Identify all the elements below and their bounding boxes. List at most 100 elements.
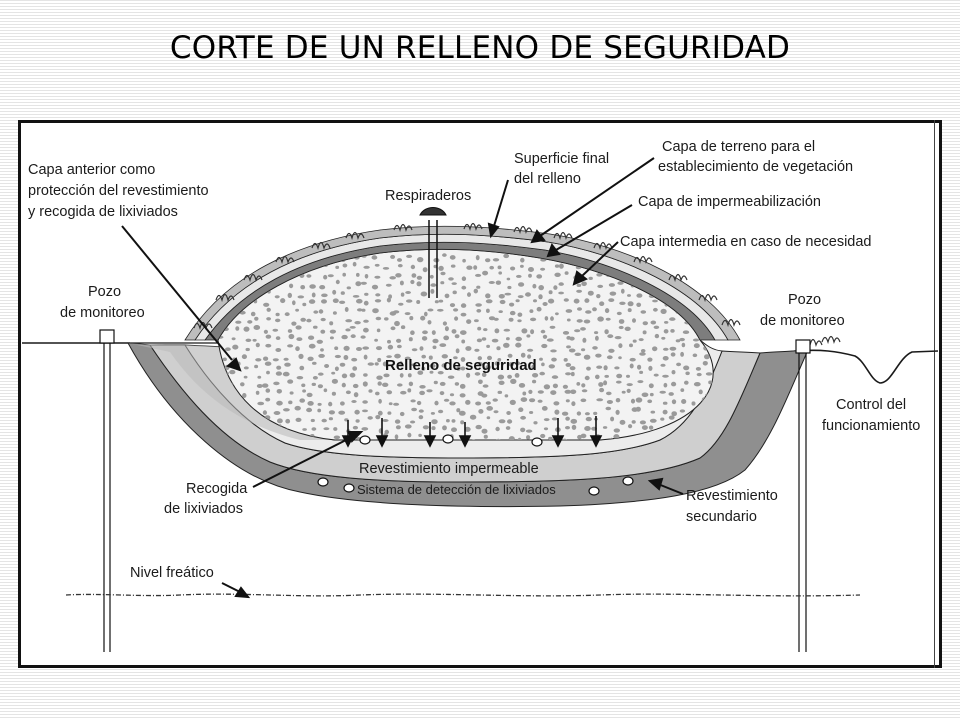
gravel-dot	[466, 372, 471, 378]
gravel-dot	[360, 281, 367, 285]
gravel-dot	[397, 264, 403, 268]
gravel-dot	[302, 302, 307, 307]
gravel-dot	[255, 253, 261, 258]
gravel-dot	[509, 266, 516, 271]
gravel-dot	[564, 389, 572, 394]
gravel-dot	[363, 265, 370, 269]
gravel-dot	[378, 398, 382, 404]
gravel-dot	[626, 388, 631, 393]
gravel-dot	[660, 417, 665, 421]
gravel-dot	[432, 345, 437, 350]
gravel-dot	[242, 264, 250, 270]
gravel-dot	[499, 299, 506, 305]
label-revestimiento-secundario-2: secundario	[686, 509, 757, 525]
gravel-dot	[386, 390, 393, 395]
gravel-dot	[429, 274, 434, 279]
gravel-dot	[430, 412, 435, 415]
gravel-dot	[297, 295, 305, 299]
gravel-dot	[636, 302, 642, 307]
gravel-dot	[466, 319, 472, 324]
gravel-dot	[313, 325, 318, 329]
gravel-dot	[328, 417, 333, 421]
gravel-dot	[517, 319, 522, 323]
gravel-dot	[526, 334, 531, 338]
gravel-dot	[496, 438, 501, 440]
monitoring-well-right	[795, 339, 811, 652]
gravel-dot	[540, 433, 546, 439]
gravel-dot	[481, 372, 487, 378]
gravel-dot	[376, 375, 383, 380]
gravel-dot	[559, 263, 564, 269]
gravel-dot	[571, 424, 577, 430]
gravel-dot	[615, 409, 620, 415]
gravel-dot	[694, 262, 701, 268]
gravel-dot	[333, 435, 341, 440]
gravel-dot	[439, 381, 446, 386]
gravel-dot	[528, 273, 532, 278]
gravel-dot	[340, 401, 345, 406]
gravel-dot	[469, 414, 477, 420]
gravel-dot	[675, 339, 681, 343]
gravel-dot	[284, 362, 291, 367]
gravel-dot	[566, 318, 571, 322]
gravel-dot	[586, 366, 591, 371]
gravel-dot	[363, 354, 368, 360]
gravel-dot	[527, 348, 534, 352]
gravel-dot	[421, 354, 427, 359]
gravel-dot	[474, 348, 480, 352]
gravel-dot	[454, 334, 460, 339]
gravel-dot	[417, 257, 424, 263]
gravel-dot	[419, 390, 425, 396]
gravel-dot	[576, 289, 582, 293]
label-recogida-1: Recogida	[186, 481, 248, 497]
cap-soil-layer	[184, 225, 741, 341]
gravel-dot	[375, 316, 382, 321]
gravel-dot	[563, 358, 568, 362]
gravel-dot	[525, 429, 533, 433]
gravel-dot	[449, 401, 456, 406]
gravel-dot	[514, 373, 520, 378]
vegetation-tuft	[275, 255, 295, 265]
gravel-dot	[616, 373, 623, 379]
gravel-dot	[231, 337, 236, 341]
gravel-dot	[528, 267, 534, 272]
gravel-dot	[680, 388, 685, 392]
gravel-dot	[255, 390, 260, 395]
gravel-dot	[516, 274, 522, 278]
gravel-dot	[275, 312, 280, 317]
gravel-dot	[518, 407, 524, 413]
gravel-dot	[360, 335, 366, 339]
gravel-dot	[411, 363, 417, 367]
gravel-dot	[306, 318, 312, 323]
gravel-dot	[481, 337, 487, 341]
gravel-dot	[341, 382, 346, 388]
gravel-dot	[250, 263, 256, 269]
gravel-dot	[660, 363, 666, 367]
gravel-dot	[475, 303, 482, 307]
gravel-dot	[683, 365, 690, 371]
gravel-dot	[548, 298, 555, 304]
gravel-dot	[431, 330, 436, 335]
gravel-dot	[608, 298, 615, 302]
gravel-dot	[430, 288, 435, 294]
gravel-dot	[624, 326, 631, 331]
gravel-dot	[233, 264, 240, 269]
gravel-dot	[465, 346, 472, 351]
gravel-dot	[299, 398, 306, 403]
gravel-dot	[662, 409, 668, 415]
gravel-dot	[507, 419, 513, 424]
gravel-dot	[428, 355, 433, 360]
gravel-dot	[282, 371, 290, 377]
gravel-dot	[508, 362, 514, 367]
gravel-dot	[323, 427, 330, 431]
gravel-dot	[629, 343, 633, 348]
gravel-dot	[417, 370, 424, 375]
vent-pipe	[419, 207, 447, 298]
gravel-dot	[532, 379, 537, 384]
vegetation-tuft	[463, 222, 483, 232]
label-respiraderos: Respiraderos	[385, 188, 471, 204]
gravel-dot	[476, 309, 482, 313]
gravel-dot	[310, 418, 315, 423]
gravel-dot	[407, 432, 412, 438]
label-capa-anterior-1: Capa anterior como	[28, 162, 155, 178]
